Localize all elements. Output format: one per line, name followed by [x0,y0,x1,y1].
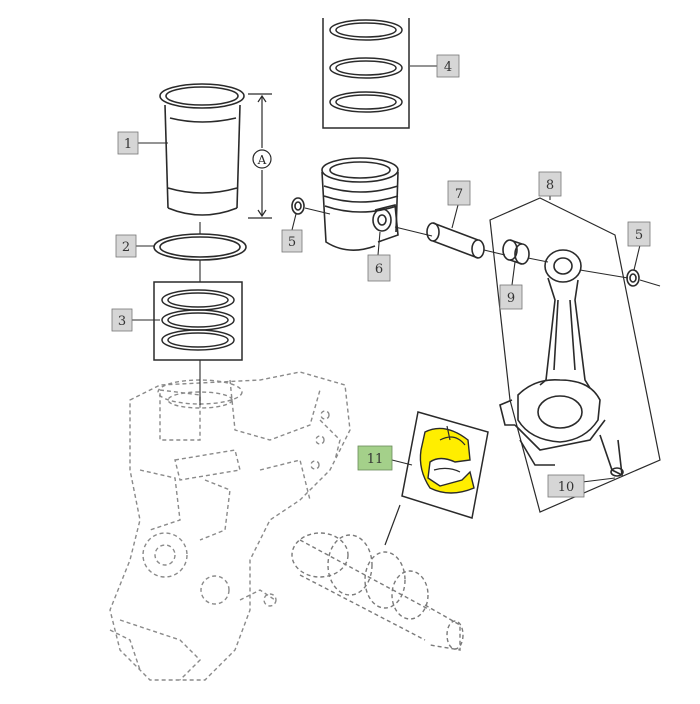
dimension-a [248,93,272,219]
callout-3: 3 [111,308,133,332]
callout-9: 9 [499,284,523,310]
crankshaft-outline [291,532,464,651]
engine-block-outline [109,371,351,681]
callout-10-label: 10 [558,480,575,495]
piston-ring-set-lower [153,281,243,361]
callout-4: 4 [436,54,460,78]
callout-11-label: 11 [367,452,384,467]
callout-2: 2 [115,234,137,258]
connecting-rod [489,197,661,513]
callout-10: 10 [547,474,585,498]
snap-ring-right [626,269,640,287]
callout-5-right-label: 5 [635,228,643,243]
callout-7-label: 7 [455,187,463,202]
callout-6: 6 [367,254,391,282]
cylinder-liner [159,83,245,216]
piston-ring-set-upper [322,18,410,129]
dimension-a-label: A [257,153,267,167]
main-bearing-shell [419,427,475,494]
small-end-bushing [502,239,530,265]
piston-pin [426,222,485,259]
callout-3-label: 3 [118,314,126,329]
callout-6-label: 6 [375,262,383,277]
callout-8: 8 [538,171,562,197]
piston [321,157,399,251]
liner-seal-ring [153,233,247,261]
callout-1: 1 [117,131,139,155]
callout-2-label: 2 [122,240,130,255]
pin-axis-line [304,207,661,287]
snap-ring-left [291,197,305,215]
callout-8-label: 8 [546,178,554,193]
callout-5-right: 5 [627,221,651,247]
callout-9-label: 9 [507,291,515,306]
callout-4-label: 4 [444,60,452,75]
main-bearing-group [384,411,489,546]
callout-5-left-label: 5 [288,235,296,250]
callout-11: 11 [357,445,393,471]
callout-5-left: 5 [281,229,303,253]
callout-1-label: 1 [124,137,132,152]
callout-7: 7 [447,180,471,206]
